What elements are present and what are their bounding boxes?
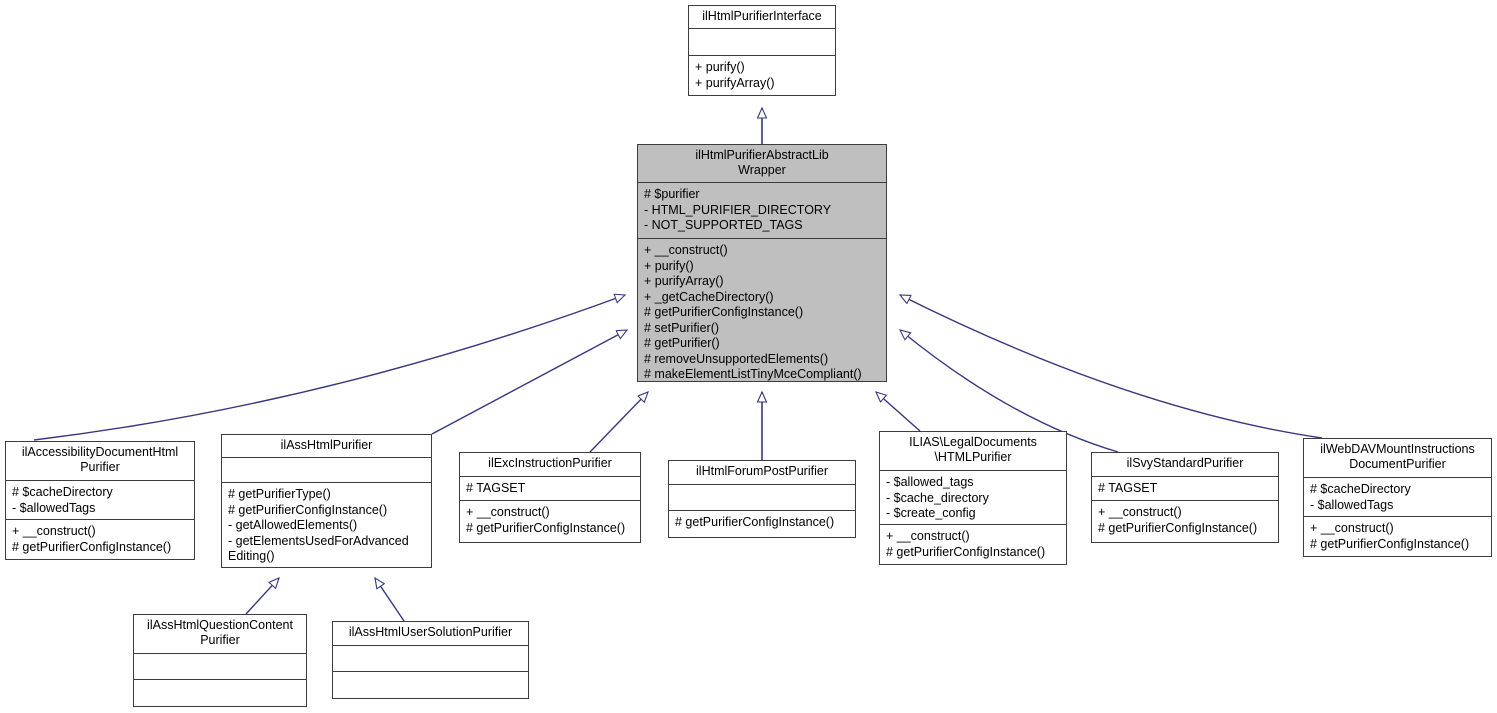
class-attributes-ilaccessibilitydocumenthtmlpurifier: # $cacheDirectory - $allowedTags — [6, 481, 194, 520]
class-node-ilias-legaldocuments-htmlpurifier[interactable]: ILIAS\LegalDocuments \HTMLPurifier - $al… — [879, 431, 1067, 565]
class-title-ilexcinstructionpurifier: ilExcInstructionPurifier — [460, 453, 640, 477]
edge-assusersolution-to-asshtmlpurifier — [375, 578, 405, 622]
class-attributes-ilasshtmlusersolutionpurifier — [333, 646, 528, 672]
class-operations-ilasshtmlusersolutionpurifier — [333, 672, 528, 698]
class-title-ilwebdavmountinstructionsdocumentpurifier: ilWebDAVMountInstructions DocumentPurifi… — [1304, 439, 1491, 478]
class-operations-ilias-legaldocuments-htmlpurifier: + __construct() # getPurifierConfigInsta… — [886, 529, 1046, 559]
class-operations-ilhtmlforumpostpurifier: # getPurifierConfigInstance() — [675, 515, 835, 529]
class-operations-ilhtmlpurifierinterface: + purify() + purifyArray() — [695, 60, 775, 90]
class-title-ilasshtmlusersolutionpurifier: ilAssHtmlUserSolutionPurifier — [333, 622, 528, 646]
class-node-ilhtmlpurifierinterface[interactable]: ilHtmlPurifierInterface + purify() + pur… — [688, 5, 836, 96]
class-node-ilhtmlforumpostpurifier[interactable]: ilHtmlForumPostPurifier # getPurifierCon… — [668, 460, 856, 538]
edge-legaldocuments-to-abstractwrapper — [876, 392, 921, 432]
edge-excinstruction-to-abstractwrapper — [589, 392, 648, 453]
class-node-ilexcinstructionpurifier[interactable]: ilExcInstructionPurifier # TAGSET + __co… — [459, 452, 641, 543]
class-node-ilasshtmlquestioncontentpurifier[interactable]: ilAssHtmlQuestionContent Purifier — [133, 614, 307, 707]
class-operations-ilwebdavmountinstructionsdocumentpurifier: + __construct() # getPurifierConfigInsta… — [1310, 521, 1470, 551]
class-title-ilias-legaldocuments-htmlpurifier: ILIAS\LegalDocuments \HTMLPurifier — [880, 432, 1066, 471]
class-operations-ilsvystandardpurifier: + __construct() # getPurifierConfigInsta… — [1098, 505, 1258, 535]
class-attributes-ilhtmlpurifierinterface — [689, 29, 835, 56]
class-node-ilasshtmlpurifier[interactable]: ilAssHtmlPurifier # getPurifierType() # … — [221, 434, 432, 568]
class-title-ilhtmlforumpostpurifier: ilHtmlForumPostPurifier — [669, 461, 855, 485]
edge-accessibilitydocument-to-abstractwrapper — [33, 295, 625, 441]
class-operations-ilasshtmlquestioncontentpurifier — [134, 680, 306, 706]
class-attributes-ilhtmlpurifierabstractlibwrapper: # $purifier - HTML_PURIFIER_DIRECTORY - … — [638, 183, 886, 239]
class-attributes-ilhtmlforumpostpurifier — [669, 485, 855, 511]
class-node-ilasshtmlusersolutionpurifier[interactable]: ilAssHtmlUserSolutionPurifier — [332, 621, 529, 699]
edge-assquestioncontent-to-asshtmlpurifier — [245, 578, 279, 615]
edge-asshtmlpurifier-to-abstractwrapper — [431, 330, 627, 435]
edge-webdavmount-to-abstractwrapper — [900, 294, 1323, 439]
class-attributes-ilias-legaldocuments-htmlpurifier: - $allowed_tags - $cache_directory - $cr… — [880, 471, 1066, 525]
class-node-ilwebdavmountinstructionsdocumentpurifier[interactable]: ilWebDAVMountInstructions DocumentPurifi… — [1303, 438, 1492, 557]
class-node-ilsvystandardpurifier[interactable]: ilSvyStandardPurifier # TAGSET + __const… — [1091, 452, 1279, 543]
class-operations-ilexcinstructionpurifier: + __construct() # getPurifierConfigInsta… — [466, 505, 626, 535]
class-operations-ilhtmlpurifierabstractlibwrapper: + __construct() + purify() + purifyArray… — [644, 243, 862, 381]
class-attributes-ilexcinstructionpurifier: # TAGSET — [460, 477, 640, 501]
class-node-ilhtmlpurifierabstractlibwrapper[interactable]: ilHtmlPurifierAbstractLib Wrapper # $pur… — [637, 144, 887, 382]
class-title-ilhtmlpurifierinterface: ilHtmlPurifierInterface — [689, 6, 835, 29]
class-title-ilasshtmlquestioncontentpurifier: ilAssHtmlQuestionContent Purifier — [134, 615, 306, 654]
class-operations-ilasshtmlpurifier: # getPurifierType() # getPurifierConfigI… — [228, 487, 409, 563]
class-attributes-ilasshtmlpurifier — [222, 458, 431, 483]
class-title-ilhtmlpurifierabstractlibwrapper: ilHtmlPurifierAbstractLib Wrapper — [638, 145, 886, 183]
class-title-ilaccessibilitydocumenthtmlpurifier: ilAccessibilityDocumentHtml Purifier — [6, 442, 194, 481]
class-attributes-ilsvystandardpurifier: # TAGSET — [1092, 477, 1278, 501]
class-title-ilasshtmlpurifier: ilAssHtmlPurifier — [222, 435, 431, 458]
class-operations-ilaccessibilitydocumenthtmlpurifier: + __construct() # getPurifierConfigInsta… — [12, 524, 172, 554]
class-title-ilsvystandardpurifier: ilSvyStandardPurifier — [1092, 453, 1278, 477]
class-attributes-ilasshtmlquestioncontentpurifier — [134, 654, 306, 680]
class-node-ilaccessibilitydocumenthtmlpurifier[interactable]: ilAccessibilityDocumentHtml Purifier # $… — [5, 441, 195, 560]
class-attributes-ilwebdavmountinstructionsdocumentpurifier: # $cacheDirectory - $allowedTags — [1304, 478, 1491, 517]
